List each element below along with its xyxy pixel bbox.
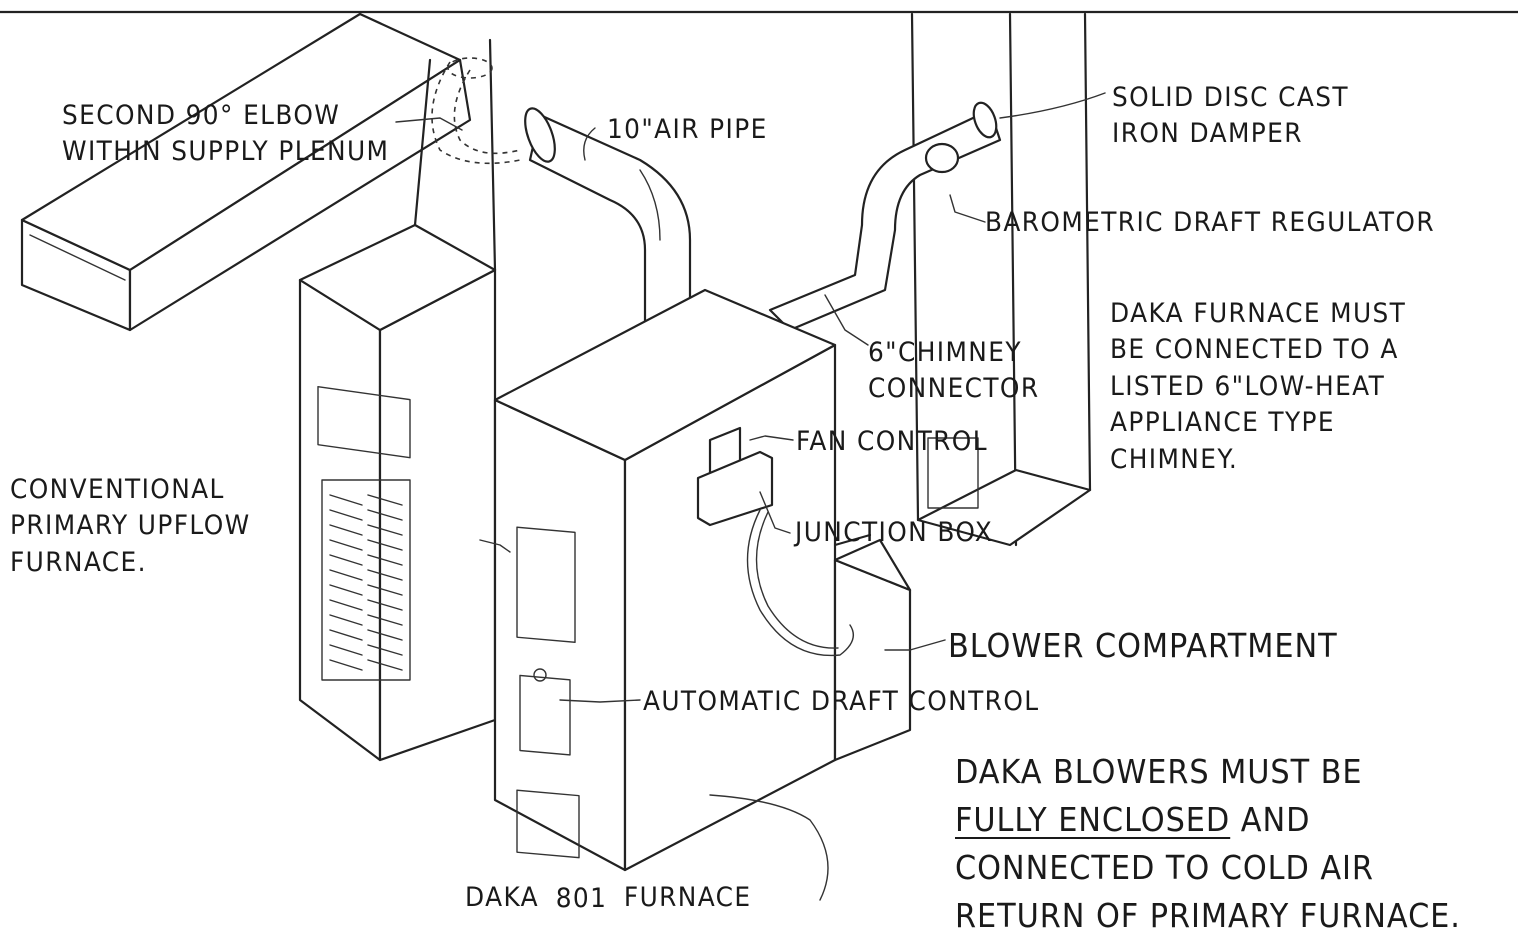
blower-enclosure-note: DAKA BLOWERS MUST BE FULLY ENCLOSED AND … (955, 752, 1461, 935)
chimney (910, 12, 1092, 547)
blower-compartment (833, 533, 912, 762)
second-elbow-label: SECOND 90° ELBOW WITHIN SUPPLY PLENUM (62, 100, 390, 168)
fan-control-label: FAN CONTROL (796, 426, 988, 457)
air-pipe (431, 57, 692, 382)
air-pipe-label: 10"AIR PIPE (607, 114, 768, 145)
blower-compartment-label: BLOWER COMPARTMENT (948, 626, 1338, 665)
junction-box-label: JUNCTION BOX (795, 517, 994, 548)
fan-control-box (696, 426, 854, 657)
callout-leaders (395, 92, 1106, 901)
automatic-draft-control-label: AUTOMATIC DRAFT CONTROL (643, 686, 1040, 717)
conventional-furnace-label: CONVENTIONAL PRIMARY UPFLOW FURNACE. (10, 474, 251, 578)
daka-801-furnace (479, 288, 837, 872)
model-number: 801 (555, 883, 608, 914)
damper-label: SOLID DISC CAST IRON DAMPER (1112, 82, 1349, 150)
supply-plenum-duct (20, 12, 472, 332)
chimney-requirement-note: DAKA FURNACE MUST BE CONNECTED TO A LIST… (1110, 298, 1407, 475)
primary-upflow-furnace (298, 38, 497, 762)
barometric-regulator-label: BAROMETRIC DRAFT REGULATOR (985, 207, 1435, 238)
daka-furnace-label: DAKA 801 FURNACE (465, 882, 752, 914)
chimney-connector (768, 101, 1002, 332)
fully-enclosed-underlined: FULLY ENCLOSED (955, 799, 1231, 839)
chimney-connector-label: 6"CHIMNEY CONNECTOR (868, 337, 1040, 405)
